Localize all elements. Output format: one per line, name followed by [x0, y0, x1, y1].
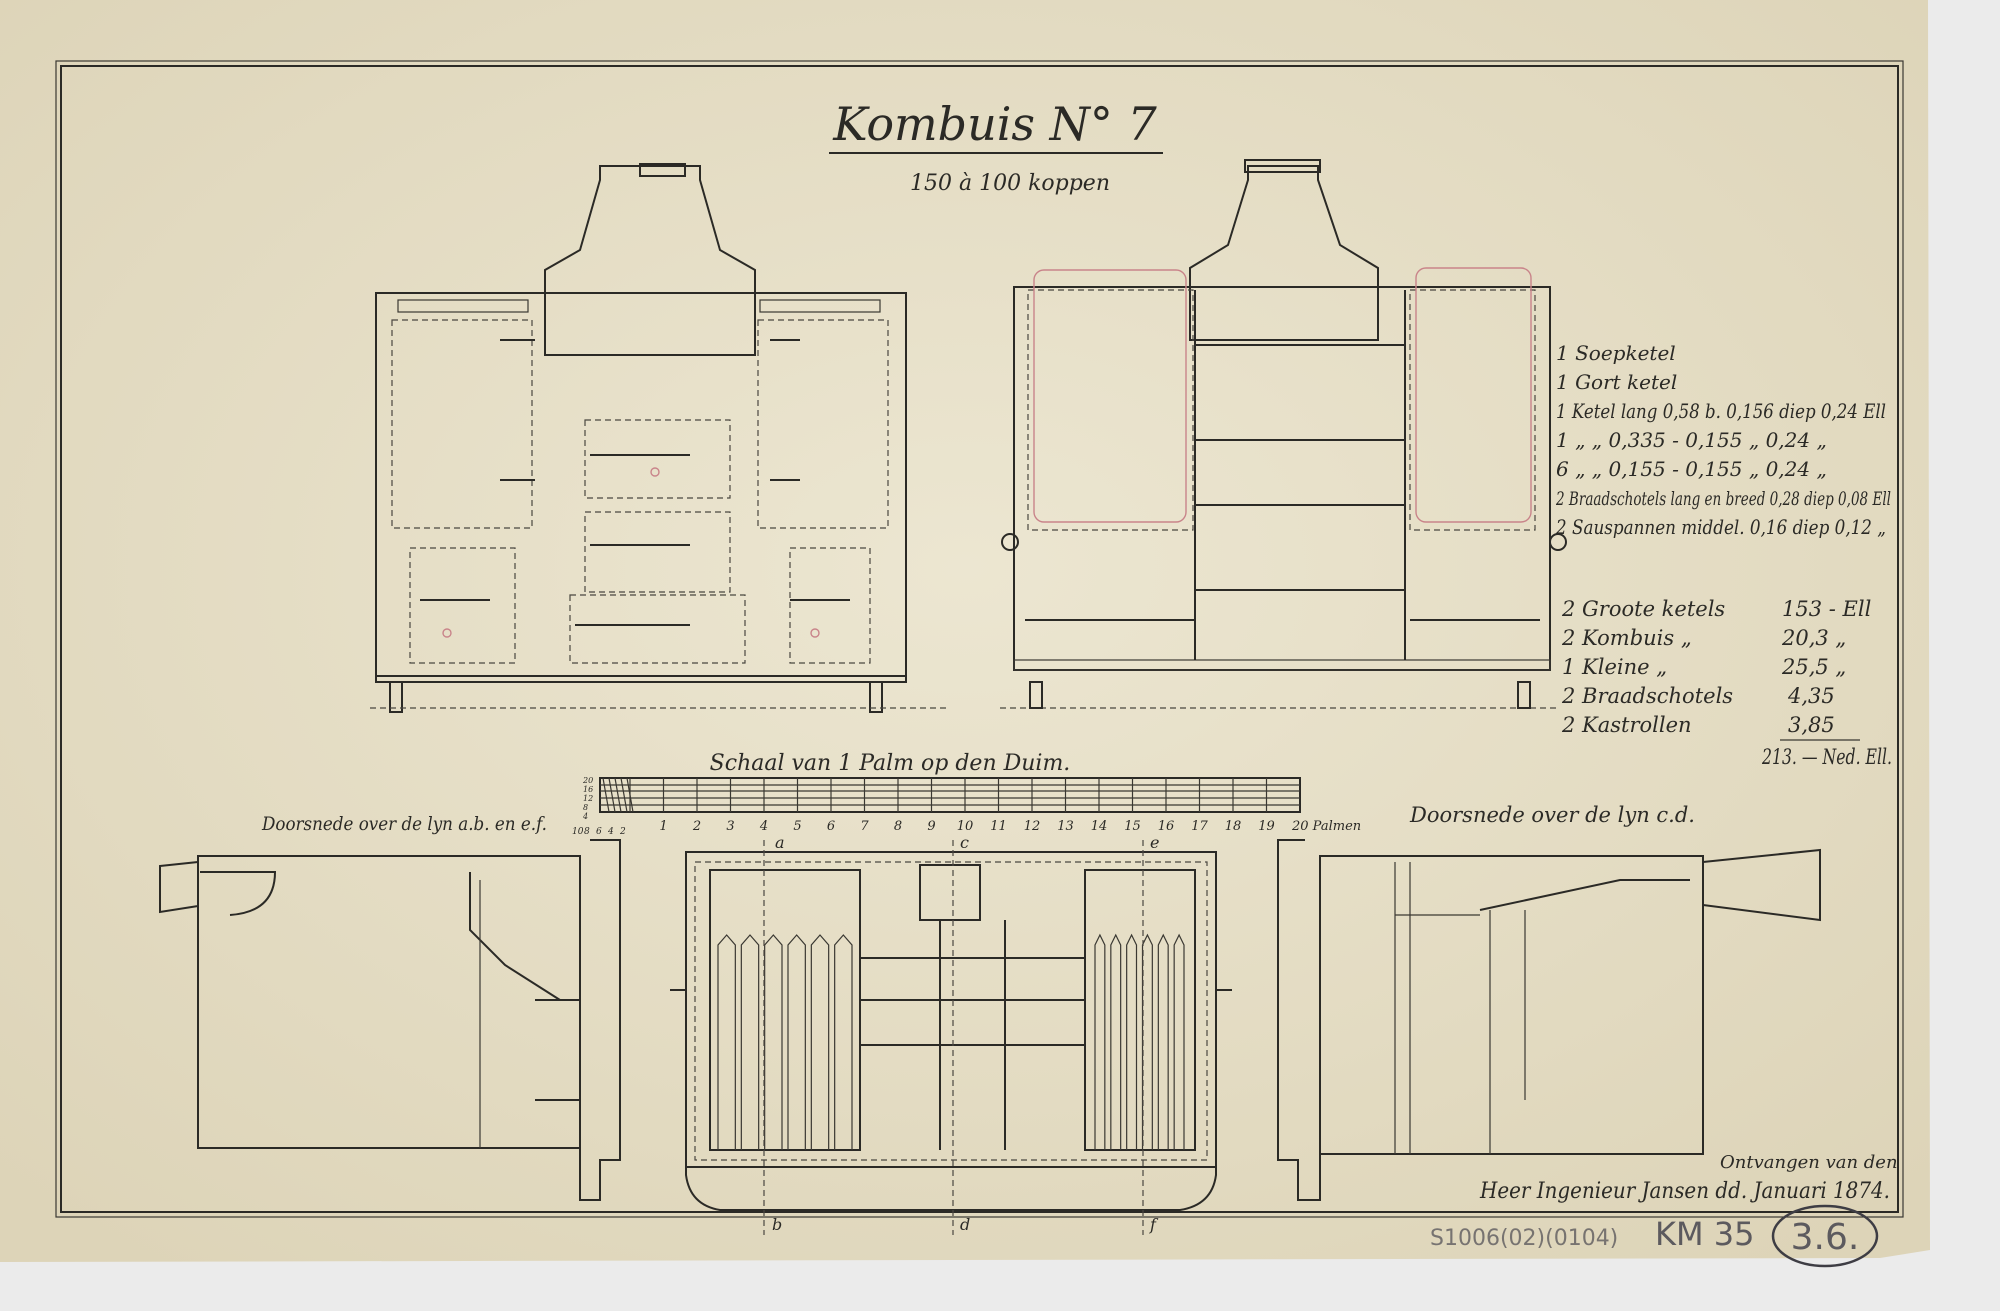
grate-bar	[1157, 933, 1169, 1150]
weights-list: 2 Groote ketels 153 - Ell 2 Kombuis „ 20…	[1561, 597, 1892, 769]
scale-label: 5	[793, 819, 801, 834]
drawing-subtitle: 150 à 100 koppen	[910, 171, 1110, 196]
weight-value: 25,5 „	[1781, 655, 1846, 679]
grate-bar	[834, 934, 853, 1150]
grate-bar	[1110, 933, 1122, 1150]
scale-vertical-label: 4	[582, 812, 588, 821]
inventory-item: 6 „ „ 0,155 - 0,155 „ 0,24 „	[1556, 457, 1827, 481]
plan-marker: e	[1150, 833, 1159, 852]
plan-view: a c e b d f	[670, 833, 1232, 1235]
scale-label: 1	[659, 819, 667, 834]
scale-diagonal	[614, 777, 622, 813]
scale-ticks	[602, 777, 1268, 813]
scale-end-label: 20 Palmen	[1291, 819, 1361, 834]
inventory-item: 1 Ketel lang 0,58 b. 0,156 diep 0,24 Ell	[1556, 399, 1886, 423]
inventory-item: 1 Soepketel	[1556, 341, 1676, 365]
plan-marker: d	[960, 1215, 970, 1234]
inventory-item: 1 „ „ 0,335 - 0,155 „ 0,24 „	[1556, 428, 1827, 452]
grate-right	[1094, 933, 1185, 1150]
archive-number-circle	[1771, 1204, 1879, 1268]
section-cd	[1277, 839, 1821, 1201]
scale-label: 16	[1158, 819, 1175, 834]
scale-label: 8	[894, 819, 902, 834]
scale-label: 10	[957, 819, 974, 834]
section-right-label: Doorsnede over de lyn c.d.	[1409, 803, 1695, 827]
grate-bar	[787, 934, 806, 1150]
scale-label: 19	[1258, 819, 1275, 834]
archive-code: KM 35	[1655, 1215, 1754, 1253]
front-elevation	[370, 163, 950, 713]
weight-label: 2 Braadschotels	[1561, 684, 1733, 708]
weight-label: 2 Kastrollen	[1561, 713, 1692, 737]
scale-vertical-label: 20	[582, 776, 593, 785]
scale-vertical-label: 8	[583, 803, 588, 812]
scale-label: 14	[1091, 819, 1108, 834]
scale-label: 3	[726, 819, 734, 834]
archive-number: 3.6.	[1791, 1217, 1860, 1258]
scale-label: 4	[759, 819, 768, 834]
sheet-border-outer	[55, 60, 1904, 1218]
archive-reference: S1006(02)(0104)	[1430, 1226, 1618, 1251]
scale-title: Schaal van 1 Palm op den Duim.	[710, 751, 1071, 776]
grate-bar	[1126, 933, 1138, 1150]
grate-bar	[717, 934, 736, 1150]
scale-sub-label: 8	[584, 827, 590, 837]
weight-value: 153 - Ell	[1782, 597, 1871, 621]
scale-sub-label: 6	[596, 827, 602, 837]
inventory-item: 2 Sauspannen middel. 0,16 diep 0,12 „	[1555, 515, 1886, 539]
engineer-signature: Heer Ingenieur Jansen dd. Januari 1874.	[1479, 1179, 1890, 1204]
plan-marker: c	[960, 833, 969, 852]
paper	[0, 0, 1930, 1262]
scale-diagonal	[608, 777, 616, 813]
sheet-border	[60, 65, 1899, 1213]
weight-value: 4,35	[1787, 684, 1835, 708]
section-left-label: Doorsnede over de lyn a.b. en e.f.	[261, 813, 547, 835]
scale-label: 15	[1124, 819, 1141, 834]
scale-label: 13	[1057, 819, 1074, 834]
weight-total: 213. — Ned. Ell.	[1761, 745, 1892, 769]
scale-diagonal	[602, 777, 610, 813]
grate-bar	[740, 934, 760, 1150]
scale-label: 11	[990, 819, 1007, 834]
plan-marker: f	[1149, 1215, 1159, 1234]
inventory-list: 1 Soepketel 1 Gort ketel 1 Ketel lang 0,…	[1555, 341, 1891, 539]
scale-label: 6	[827, 819, 835, 834]
grate-bar	[764, 934, 783, 1150]
scale-sub-label: 2	[619, 827, 626, 837]
grate-bar	[1173, 933, 1185, 1150]
inventory-item: 1 Gort ketel	[1556, 370, 1677, 394]
grate-left	[717, 934, 853, 1150]
scale-label: 12	[1024, 819, 1041, 834]
scale-label: 9	[927, 819, 935, 834]
section-ab-ef	[159, 839, 621, 1201]
scale-diagonal	[620, 777, 628, 813]
plan-marker: a	[775, 833, 785, 852]
weight-value: 3,85	[1788, 713, 1835, 737]
grate-bar	[810, 934, 830, 1150]
plan-marker: b	[772, 1215, 782, 1234]
weight-label: 2 Kombuis „	[1561, 626, 1692, 650]
scale-label: 18	[1225, 819, 1242, 834]
scale-label: 17	[1191, 819, 1208, 834]
scale-vertical-label: 16	[583, 785, 593, 794]
inventory-item: 2 Braadschotels lang en breed 0,28 diep …	[1555, 488, 1891, 510]
received-note: Ontvangen van den	[1720, 1152, 1898, 1173]
weight-value: 20,3 „	[1781, 626, 1846, 650]
scale-sub-label: 10	[572, 827, 584, 837]
scale-label: 2	[692, 819, 701, 834]
grate-bar	[1094, 933, 1106, 1150]
scale-diagonal	[626, 777, 634, 813]
weight-label: 2 Groote ketels	[1561, 597, 1725, 621]
drawing-title: Kombuis N° 7	[832, 97, 1157, 151]
scale-label: 7	[860, 819, 869, 834]
scale-sub-label: 4	[607, 827, 614, 837]
scale-vertical-label: 12	[583, 794, 593, 803]
weight-label: 1 Kleine „	[1562, 655, 1667, 679]
side-section	[1000, 159, 1567, 709]
